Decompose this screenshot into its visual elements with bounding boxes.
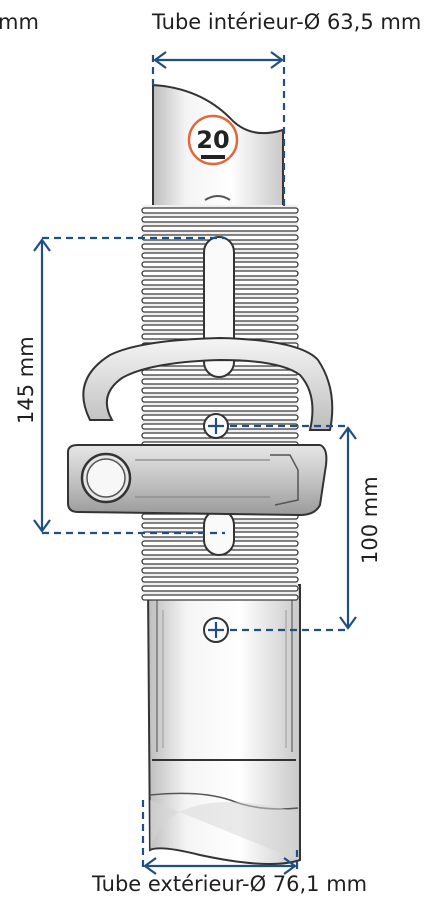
thread-rib [141,225,299,232]
dimension-outer-diameter [141,800,299,875]
tube-marking-text: 20 [196,126,229,154]
inner-tube-diameter-label: Tube intérieur-Ø 63,5 mm [152,10,422,34]
threaded-section [141,205,299,601]
outer-tube-diameter-label: Tube extérieur-Ø 76,1 mm [92,872,368,896]
height-145-label: 145 mm [14,336,38,424]
thread-rib [141,378,299,385]
tube-marking-20: 20 [187,114,239,166]
thread-rib [141,558,299,565]
pivot-upper [203,413,229,439]
thread-rib [141,207,299,214]
thread-rib [141,567,299,574]
dimension-145 [33,236,225,535]
thread-rib [141,405,299,412]
thread-rib [141,594,299,601]
height-100-label: 100 mm [358,476,382,564]
thread-rib [141,576,299,583]
thread-rib [141,387,299,394]
outer-tube [146,584,301,865]
dimension-100 [230,424,357,632]
left-partial-label: mm [0,10,39,34]
thread-rib [141,396,299,403]
thread-rib [141,216,299,223]
dimension-inner-diameter [151,51,286,210]
thread-rib [141,585,299,592]
clamp-body [67,444,328,517]
pivot-lower [203,617,229,643]
clamp-handle [82,336,334,431]
